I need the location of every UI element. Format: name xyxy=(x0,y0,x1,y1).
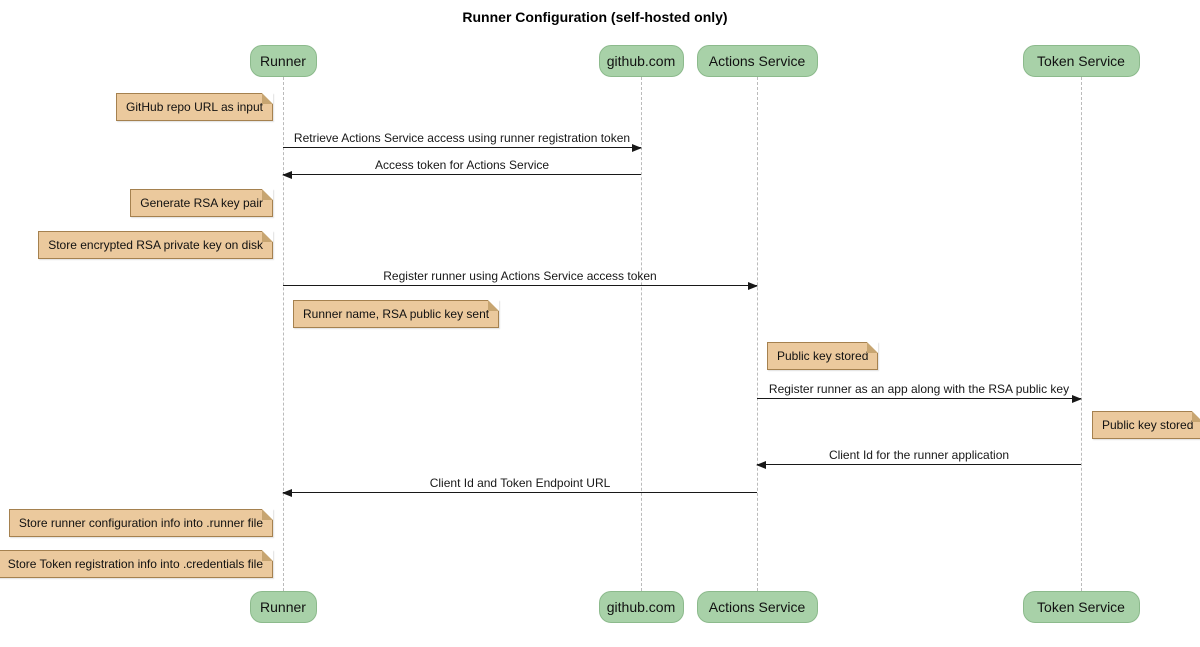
note: Public key stored xyxy=(1092,411,1200,439)
participant-label: Actions Service xyxy=(708,53,806,69)
message-label: Client Id and Token Endpoint URL xyxy=(429,476,611,490)
participant-label: github.com xyxy=(606,599,676,615)
message-runner-to-actions-service: Register runner using Actions Service ac… xyxy=(283,269,758,291)
participant-label: Runner xyxy=(260,599,306,615)
message-label: Register runner as an app along with the… xyxy=(768,382,1070,396)
note-text: Public key stored xyxy=(777,349,869,363)
lifeline-token-service xyxy=(1081,77,1082,591)
note: Store Token registration info into .cred… xyxy=(0,550,274,578)
participant-top-token-service: Token Service xyxy=(1022,45,1140,77)
lifeline-github xyxy=(641,77,642,591)
message-line xyxy=(283,285,757,286)
note: GitHub repo URL as input xyxy=(116,93,273,121)
arrowhead-icon xyxy=(632,143,642,152)
participant-bottom-github: github.com xyxy=(598,591,684,623)
message-runner-to-github: Retrieve Actions Service access using ru… xyxy=(283,131,642,153)
participant-bottom-token-service: Token Service xyxy=(1022,591,1140,623)
message-label: Retrieve Actions Service access using ru… xyxy=(293,131,631,145)
participant-label: Token Service xyxy=(1037,599,1125,615)
participant-bottom-runner: Runner xyxy=(249,591,317,623)
message-label: Access token for Actions Service xyxy=(374,158,550,172)
note-text: GitHub repo URL as input xyxy=(126,100,263,114)
message-line xyxy=(283,147,641,148)
arrowhead-icon xyxy=(1072,394,1082,403)
diagram-title: Runner Configuration (self-hosted only) xyxy=(462,9,728,25)
participant-label: Token Service xyxy=(1037,53,1125,69)
note-text: Runner name, RSA public key sent xyxy=(303,307,490,321)
participant-label: Runner xyxy=(260,53,306,69)
note: Runner name, RSA public key sent xyxy=(293,300,500,328)
message-token-service-to-actions-service: Client Id for the runner application xyxy=(756,448,1081,470)
lifeline-actions-service xyxy=(757,77,758,591)
message-line xyxy=(283,174,641,175)
message-line xyxy=(757,464,1081,465)
note-text: Public key stored xyxy=(1102,418,1194,432)
note-text: Store encrypted RSA private key on disk xyxy=(48,238,263,252)
arrowhead-icon xyxy=(282,170,292,179)
arrowhead-icon xyxy=(756,460,766,469)
participant-bottom-actions-service: Actions Service xyxy=(696,591,818,623)
note: Public key stored xyxy=(767,342,879,370)
message-actions-service-to-token-service: Register runner as an app along with the… xyxy=(757,382,1082,404)
lifeline-runner xyxy=(283,77,284,591)
message-line xyxy=(757,398,1081,399)
note: Store encrypted RSA private key on disk xyxy=(38,231,273,259)
participant-label: github.com xyxy=(606,53,676,69)
participant-top-runner: Runner xyxy=(249,45,317,77)
message-label: Register runner using Actions Service ac… xyxy=(383,269,657,283)
note-text: Store runner configuration info into .ru… xyxy=(18,516,263,530)
message-line xyxy=(283,492,757,493)
participant-top-actions-service: Actions Service xyxy=(696,45,818,77)
message-label: Client Id for the runner application xyxy=(828,448,1010,462)
arrowhead-icon xyxy=(748,281,758,290)
arrowhead-icon xyxy=(282,488,292,497)
note: Generate RSA key pair xyxy=(130,189,273,217)
participant-label: Actions Service xyxy=(708,599,806,615)
note-text: Generate RSA key pair xyxy=(140,196,263,210)
note-text: Store Token registration info into .cred… xyxy=(7,557,263,571)
message-actions-service-to-runner: Client Id and Token Endpoint URL xyxy=(282,476,757,498)
participant-top-github: github.com xyxy=(598,45,684,77)
note: Store runner configuration info into .ru… xyxy=(8,509,274,537)
message-github-to-runner: Access token for Actions Service xyxy=(282,158,641,180)
